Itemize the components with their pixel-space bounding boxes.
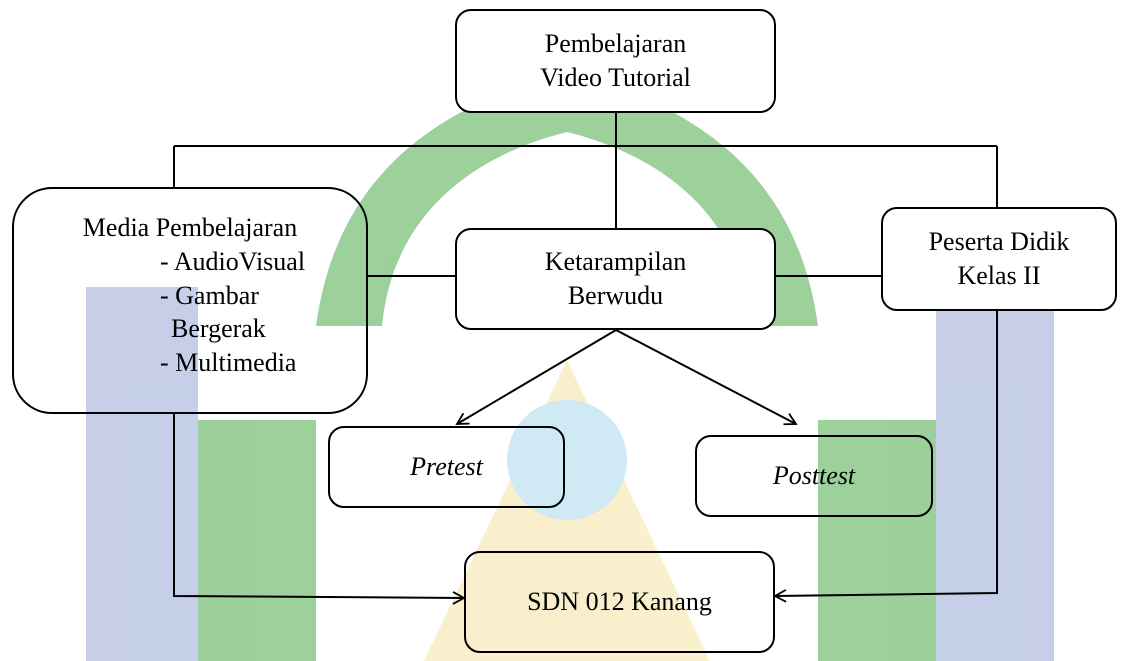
node-media-title: Media Pembelajaran [82,213,298,242]
center-to-pretest-arrow [455,329,617,425]
node-peserta-line2: Kelas II [957,261,1041,290]
node-center-line1: Ketarampilan [544,247,687,277]
watermark-left-bar [86,287,198,661]
node-sdn-label: SDN 012 Kanang [527,587,712,617]
watermark-right-pillar [818,420,936,661]
node-posttest-label: Posttest [772,461,856,491]
node-pembelajaran-video-tutorial: Pembelajaran Video Tutorial [455,9,776,113]
node-center-line2: Berwudu [567,281,664,310]
media-to-sdn-arrow [173,414,466,605]
node-media-item-gambar: - Gambar [160,280,259,310]
node-pretest-label: Pretest [410,452,483,482]
watermark-left-pillar [198,420,316,661]
watermark-globe [507,400,627,520]
node-media-item-bergerak: Bergerak [171,314,266,344]
node-top-line2: Video Tutorial [540,63,691,92]
node-sdn-012-kanang: SDN 012 Kanang [464,551,775,653]
node-top-line1: Pembelajaran [544,29,687,59]
node-pretest: Pretest [328,426,565,508]
node-media-item-multimedia: - Multimedia [160,348,297,378]
watermark-right-bar [936,287,1054,661]
node-peserta-didik: Peserta Didik Kelas II [881,207,1117,311]
peserta-to-sdn-arrow [773,311,998,603]
node-media-pembelajaran: Media Pembelajaran - AudioVisual - Gamba… [12,187,368,414]
node-ketarampilan-berwudu: Ketarampilan Berwudu [455,228,776,330]
node-posttest: Posttest [695,435,933,517]
node-peserta-line1: Peserta Didik [928,227,1070,257]
node-media-item-audiovisual: - AudioVisual [160,246,306,276]
center-to-posttest-arrow [615,329,798,426]
watermark-dome [316,70,818,326]
